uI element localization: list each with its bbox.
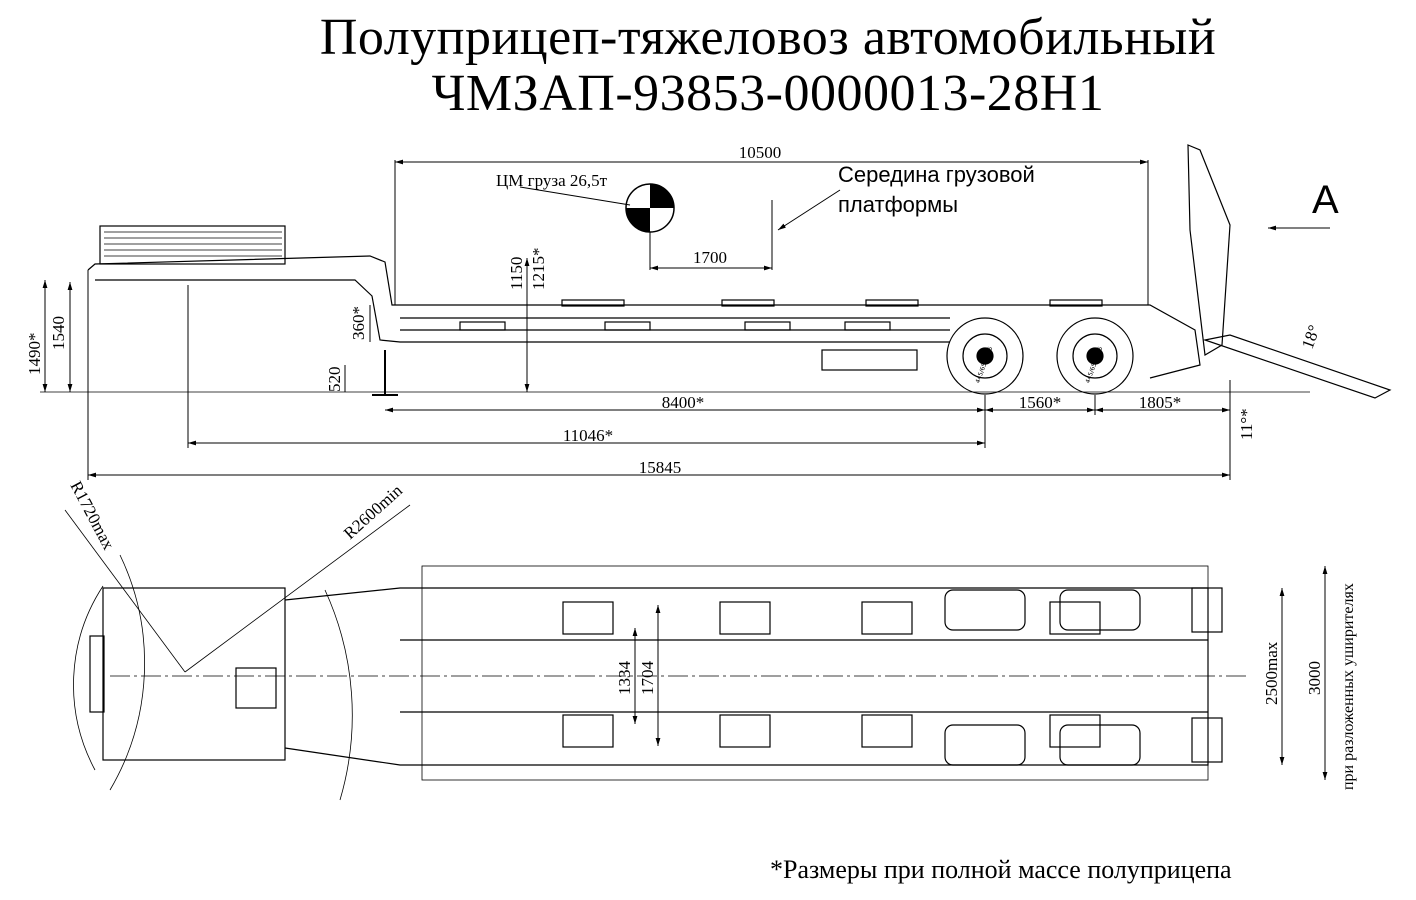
dim-520: 520 [325, 367, 344, 393]
ramp-lowered [1202, 334, 1392, 399]
dim-1700: 1700 [693, 248, 727, 267]
wheels [946, 317, 1134, 395]
angle-11: 11°* [1237, 408, 1256, 440]
dim-8400: 8400* [662, 393, 705, 412]
dim-1334: 1334 [615, 661, 634, 696]
dim-r2600: R2600min [340, 480, 406, 542]
frame-top-outline [284, 587, 1209, 766]
platform-label-1: Середина грузовой [838, 162, 1035, 187]
dim-1540: 1540 [49, 316, 68, 350]
dim-1704: 1704 [638, 661, 657, 696]
frame-lower [95, 279, 950, 343]
footnote: *Размеры при полной массе полуприцепа [770, 855, 1232, 884]
gooseneck-platform [99, 225, 286, 265]
gooseneck-top [102, 587, 286, 761]
top-blocks [562, 587, 1223, 766]
kingpin-plate [235, 667, 277, 709]
dim-1215: 1215* [529, 248, 548, 291]
gooseneck-ribs [104, 231, 282, 257]
side-dimensions [42, 159, 1330, 480]
dim-1560: 1560* [1019, 393, 1062, 412]
toolbox [821, 349, 918, 371]
widener-outline [421, 565, 1209, 781]
frame-outline [87, 255, 1201, 379]
ramp-raised [1187, 144, 1231, 356]
angle-18: 18° [1298, 322, 1324, 351]
cm-symbol [519, 183, 675, 233]
dim-r1720: R1720max [66, 478, 118, 553]
title-line-2: ЧМЗАП-93853-0000013-28Н1 [431, 65, 1105, 122]
title-line-1: Полуприцеп-тяжеловоз автомобильный [319, 9, 1217, 66]
side-view [40, 144, 1392, 399]
cm-label: ЦМ груза 26,5т [496, 171, 608, 190]
dim-11046: 11046* [563, 426, 613, 445]
dim-360: 360* [349, 306, 368, 340]
view-label-a: А [1312, 178, 1339, 222]
dim-10500: 10500 [739, 143, 782, 162]
platform-label-2: платформы [838, 192, 958, 217]
dim-1805: 1805* [1139, 393, 1182, 412]
top-view [64, 504, 1250, 801]
deck-blocks [459, 299, 1103, 331]
dim-2500: 2500max [1262, 641, 1281, 705]
top-dimensions [632, 566, 1328, 780]
dim-3000: 3000 [1305, 661, 1324, 695]
dim-1490: 1490* [25, 333, 44, 376]
top-labels: R1720max R2600min 1334 1704 2500max 3000… [66, 478, 1357, 790]
dim-3000-note: при разложенных уширителях [1340, 583, 1357, 790]
side-labels: 10500 ЦМ груза 26,5т Середина грузовой п… [25, 143, 1339, 477]
dim-15845: 15845 [639, 458, 682, 477]
dim-1150: 1150 [507, 257, 526, 290]
